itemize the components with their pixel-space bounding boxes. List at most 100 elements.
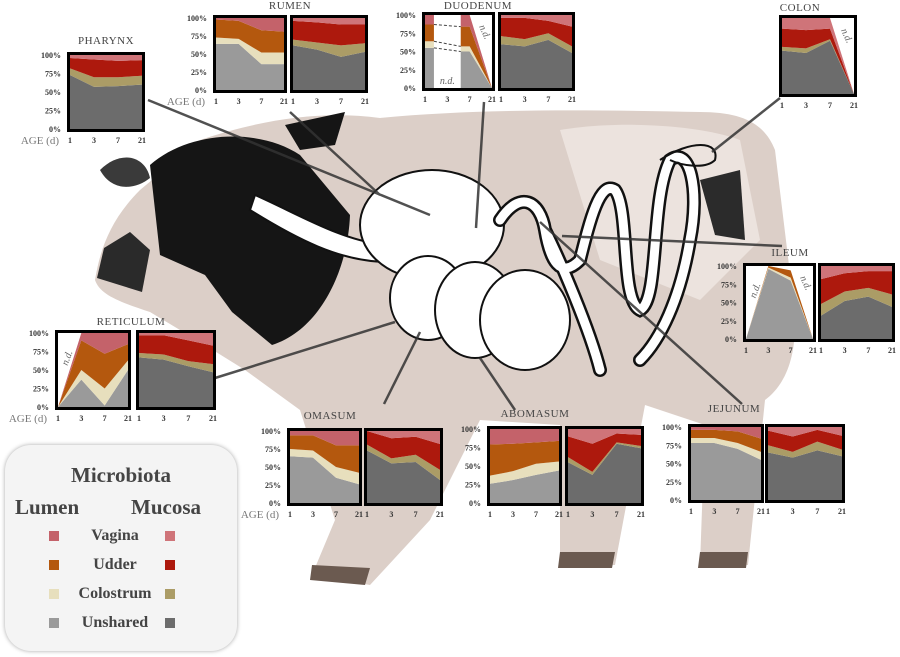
x-tick-label: 7 <box>546 95 550 104</box>
x-tick-label: 1 <box>780 101 784 110</box>
y-tick-label: 100% <box>461 425 481 434</box>
colon-mucosa-area-unshared <box>782 40 854 94</box>
duodenum-lumen-area-udder <box>460 26 492 88</box>
legend-swatch-mucosa-vagina <box>165 531 175 541</box>
reticulum-mucosa-area-colostrum <box>139 352 213 373</box>
legend-swatch-mucosa-colostrum <box>165 589 175 599</box>
y-tick-label: 25% <box>666 478 682 487</box>
x-axis-label: AGE (d) <box>9 413 48 425</box>
reticulum-lumen-area-udder <box>58 340 128 407</box>
rumen-mucosa-area-colostrum <box>293 39 365 57</box>
nd-label: n.d. <box>748 282 763 300</box>
rumen-lumen-area-colostrum <box>216 37 284 65</box>
panel-title: JEJUNUM <box>708 403 760 415</box>
reticulum-lumen-area-colostrum <box>58 360 128 407</box>
y-tick-label: 25% <box>400 66 416 75</box>
ileum-lumen-area-unshared <box>746 268 813 339</box>
omasum-mucosa-area-udder <box>367 431 440 470</box>
x-tick-label: 1 <box>744 346 748 355</box>
x-tick-label: 21 <box>838 507 846 516</box>
intestine-coils-inner <box>495 152 699 375</box>
y-tick-label: 0% <box>469 499 481 508</box>
rumen-mucosa-area-unshared <box>293 45 365 90</box>
x-tick-label: 1 <box>68 136 72 145</box>
panel-title: RETICULUM <box>97 316 166 328</box>
x-tick-label: 7 <box>534 510 538 519</box>
x-tick-label: 1 <box>288 510 292 519</box>
jejunum-mucosa-area-udder <box>768 429 842 452</box>
x-tick-label: 3 <box>92 136 96 145</box>
y-tick-label: 50% <box>666 460 682 469</box>
x-tick-label: 7 <box>103 414 107 423</box>
x-tick-label: 1 <box>499 95 503 104</box>
pharynx-mucosa-area-vagina <box>70 55 142 61</box>
legend-swatch-lumen-vagina <box>49 531 59 541</box>
y-tick-label: 100% <box>187 14 207 23</box>
legend-swatch-mucosa-udder <box>165 560 175 570</box>
x-tick-label: 7 <box>736 507 740 516</box>
leader-lines <box>147 97 783 411</box>
plot-frame <box>364 428 443 506</box>
x-tick-label: 1 <box>819 346 823 355</box>
duodenum-mucosa-area-colostrum <box>501 33 572 53</box>
abomasum-mucosa-area-udder <box>568 433 641 472</box>
plot-frame <box>765 424 845 503</box>
leader-line <box>711 97 781 153</box>
cow-black-patch-neck <box>150 136 350 345</box>
x-tick-label: 3 <box>162 414 166 423</box>
x-tick-label: 3 <box>766 346 770 355</box>
omasum-mucosa-area-colostrum <box>367 444 440 480</box>
x-tick-label: 21 <box>757 507 765 516</box>
x-tick-label: 21 <box>809 346 817 355</box>
duodenum-lumen-area-vagina <box>460 15 492 88</box>
x-tick-label: 1 <box>365 510 369 519</box>
y-tick-label: 25% <box>265 481 281 490</box>
duodenum-lumen-area-unshared <box>425 47 434 88</box>
legend-label: Colostrum <box>78 585 152 602</box>
abomasum-mucosa-area-vagina <box>568 429 641 444</box>
x-tick-label: 7 <box>259 97 263 106</box>
x-tick-label: 21 <box>637 510 645 519</box>
y-tick-label: 75% <box>666 441 682 450</box>
pharynx-mucosa-area-unshared <box>70 74 142 129</box>
x-tick-label: 1 <box>488 510 492 519</box>
y-tick-label: 50% <box>721 299 737 308</box>
x-tick-label: 1 <box>56 414 60 423</box>
y-tick-label: 75% <box>191 32 207 41</box>
x-tick-label: 21 <box>138 136 146 145</box>
panel-title: COLON <box>780 2 820 14</box>
x-tick-label: 21 <box>361 97 369 106</box>
legend-label: Unshared <box>81 614 149 631</box>
x-tick-label: 7 <box>615 510 619 519</box>
nd-label: n.d. <box>60 349 75 367</box>
legend-swatch-mucosa-unshared <box>165 618 175 628</box>
pharynx-mucosa-area-udder <box>70 57 142 78</box>
legend-item-unshared: Unshared <box>5 614 237 634</box>
leader-line <box>474 101 486 229</box>
legend-mucosa-heading: Mucosa <box>131 495 201 519</box>
plot-frame <box>136 330 216 410</box>
plot-frame <box>565 426 644 506</box>
panel-title: OMASUM <box>304 410 357 422</box>
duodenum-mucosa-area-vagina <box>501 15 572 27</box>
gap-connector <box>433 47 461 52</box>
x-tick-label: 7 <box>334 510 338 519</box>
y-tick-label: 75% <box>400 29 416 38</box>
y-tick-label: 75% <box>33 348 49 357</box>
abomasum-lumen-area-vagina <box>490 429 559 445</box>
plot-frame <box>818 263 895 342</box>
y-tick-label: 25% <box>45 107 61 116</box>
x-tick-label: 3 <box>445 95 449 104</box>
leader-line <box>561 234 783 248</box>
x-tick-label: 3 <box>79 414 83 423</box>
colon-loop <box>659 144 717 167</box>
cow-hooves <box>310 552 748 585</box>
